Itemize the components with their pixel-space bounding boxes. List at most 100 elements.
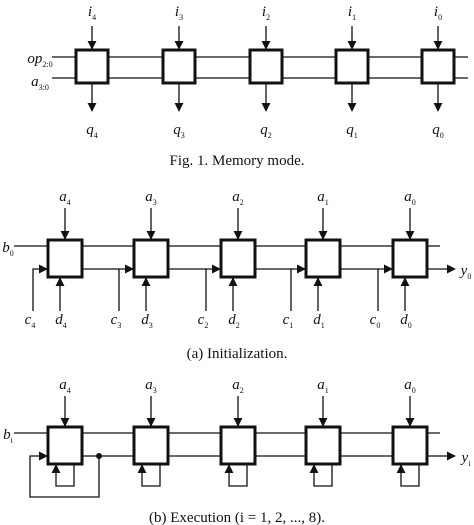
global-feedback-loop [29,451,100,498]
output-label-subscript: 1 [354,131,358,140]
memory-cell [161,48,197,85]
input-label: i1 [348,4,356,22]
d-label: d1 [313,312,325,330]
a-label-base: a [59,189,67,205]
input-label: i0 [434,4,442,22]
junction-dot [96,453,102,459]
a-label: a1 [317,377,329,395]
output-label: q4 [86,122,98,140]
c-input-line [118,264,134,311]
input-label-subscript: 4 [92,13,96,22]
input-label-subscript: 2 [266,13,270,22]
b-label-base: b [2,240,10,256]
c-label-subscript: 3 [117,321,121,330]
d-label: d3 [141,312,153,330]
d-label-subscript: 1 [321,321,325,330]
processing-cell [219,425,257,466]
a-label-subscript: 2 [240,198,244,207]
output-label: q1 [346,122,358,140]
a-label: a1 [317,189,329,207]
a-label-base: a [232,377,240,393]
a-bus-label: a3:0 [31,74,49,92]
memory-cell [248,48,284,85]
c-label-base: c [25,312,32,328]
b-label: b0 [2,240,14,258]
c-label: c1 [283,312,294,330]
a-label-base: a [232,189,240,205]
input-label: i3 [175,4,183,22]
c-label-subscript: 0 [376,321,380,330]
c-label-base: c [111,312,118,328]
input-label-base: i [262,4,266,20]
b-label-subscript: i [11,436,14,445]
d-label-base: d [400,312,408,328]
figure1-caption: Fig. 1. Memory mode. [170,153,305,169]
input-label-base: i [348,4,352,20]
input-label: i2 [262,4,270,22]
input-label-subscript: 3 [179,13,183,22]
c-label: c2 [198,312,209,330]
memory-cell [74,48,110,85]
processing-cell [132,425,170,466]
a-label-subscript: 0 [412,198,416,207]
input-label-subscript: 1 [352,13,356,22]
output-label-base: q [86,122,94,138]
d-label-subscript: 2 [236,321,240,330]
a-bus-label-subscript: 3:0 [39,83,49,92]
a-label: a3 [145,377,157,395]
output-label-subscript: 2 [268,131,272,140]
processing-cell [304,425,342,466]
output-label-subscript: 3 [181,131,185,140]
c-input-line [205,264,221,311]
y-label-subscript: i [468,459,471,468]
a-label: a3 [145,189,157,207]
feedback-loop [137,464,161,487]
c-label-subscript: 1 [289,321,293,330]
d-label: d2 [228,312,240,330]
a-label-base: a [145,189,153,205]
a-label-base: a [404,189,412,205]
a-label: a4 [59,189,71,207]
c-label-base: c [198,312,205,328]
processing-cell [46,425,84,466]
op-bus-label-base: op [27,51,43,67]
output-label: q2 [260,122,272,140]
d-label-base: d [141,312,149,328]
output-label-subscript: 4 [94,131,98,140]
d-label-base: d [55,312,63,328]
c-label: c4 [25,312,36,330]
c-input-line [290,264,306,311]
a-label: a2 [232,189,244,207]
op-bus-label: op2:0 [27,51,52,69]
a-label: a4 [59,377,71,395]
c-label: c0 [370,312,381,330]
d-label-subscript: 3 [149,321,153,330]
input-label-subscript: 0 [438,13,442,22]
output-label-base: q [260,122,268,138]
feedback-loop [224,464,248,487]
a-label-base: a [59,377,67,393]
input-label: i4 [88,4,96,22]
a-label-subscript: 4 [67,386,71,395]
processing-cell [219,238,257,279]
output-label: q0 [432,122,444,140]
c-label-base: c [283,312,290,328]
c-input-line [377,264,393,311]
output-label: q3 [173,122,185,140]
a-label: a2 [232,377,244,395]
d-label-subscript: 0 [408,321,412,330]
d-label: d4 [55,312,67,330]
y-label-subscript: 0 [467,272,471,281]
input-label-base: i [434,4,438,20]
memory-cell [334,48,370,85]
a-label-base: a [317,377,325,393]
a-label: a0 [404,377,416,395]
a-label-base: a [404,377,412,393]
processing-cell [391,238,429,279]
c-label-subscript: 2 [204,321,208,330]
output-label-base: q [432,122,440,138]
d-label-base: d [313,312,321,328]
